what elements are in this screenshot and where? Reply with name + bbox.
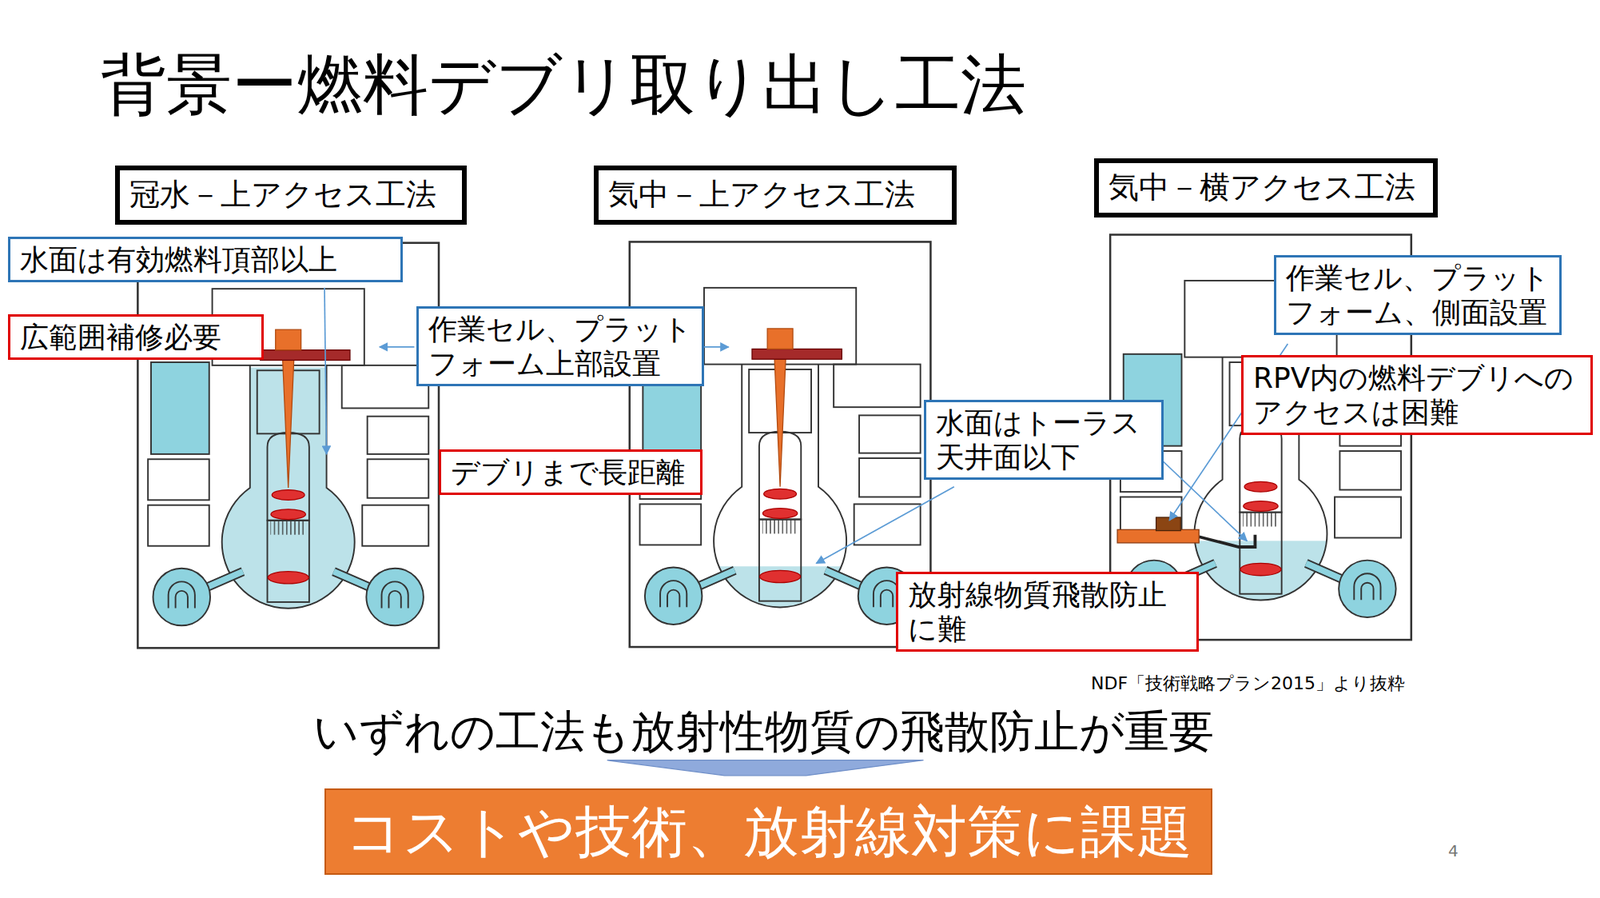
node-text: 気中－横アクセス工法 <box>1108 169 1424 207</box>
issue-callout: 広範囲補修必要 <box>7 314 264 360</box>
page-number: 4 <box>1448 840 1459 860</box>
info-callout: 水面はトーラス天井面以下 <box>923 399 1164 480</box>
info-callout: 水面は有効燃料頂部以上 <box>7 236 403 283</box>
node-text: 水面は有効燃料頂部以上 <box>19 242 391 277</box>
issue-callout: RPV内の燃料デブリへのアクセスは困難 <box>1241 354 1593 435</box>
node-text: 水面はトーラス天井面以下 <box>935 405 1152 474</box>
method-heading: 冠水－上アクセス工法 <box>115 165 467 225</box>
method-heading: 気中－上アクセス工法 <box>593 165 957 225</box>
node-text: 作業セル、プラットフォーム上部設置 <box>428 311 693 381</box>
node-text: 気中－上アクセス工法 <box>608 176 943 214</box>
issue-callout: 放射線物質飛散防止に難 <box>895 571 1199 652</box>
conclusion-box: コストや技術、放射線対策に課題 <box>324 788 1213 875</box>
method-heading: 気中－横アクセス工法 <box>1094 158 1438 218</box>
info-callout: 作業セル、プラットフォーム上部設置 <box>416 306 705 387</box>
node-text: RPV内の燃料デブリへのアクセスは困難 <box>1253 360 1581 430</box>
info-callout: 作業セル、プラットフォーム、側面設置 <box>1273 254 1562 335</box>
node-text: 放射線物質飛散防止に難 <box>907 577 1187 646</box>
source-note: NDF「技術戦略プラン2015」より抜粋 <box>1090 671 1405 696</box>
key-statement: いずれの工法も放射性物質の飛散防止が重要 <box>0 701 1527 763</box>
issue-callout: デブリまで長距離 <box>438 449 703 495</box>
node-text: 作業セル、プラットフォーム、側面設置 <box>1285 260 1550 330</box>
slide-title: 背景ー燃料デブリ取り出し工法 <box>100 41 1027 130</box>
node-text: 広範囲補修必要 <box>19 319 252 355</box>
node-text: コストや技術、放射線対策に課題 <box>345 797 1193 865</box>
node-text: デブリまで長距離 <box>450 454 691 490</box>
node-text: 冠水－上アクセス工法 <box>129 176 453 214</box>
